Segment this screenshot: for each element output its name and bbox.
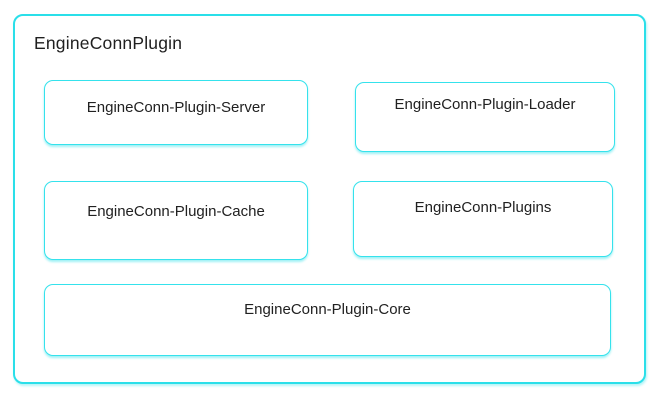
- diagram-title: EngineConnPlugin: [34, 33, 183, 53]
- node-engineconn-plugins: EngineConn-Plugins: [353, 181, 613, 257]
- node-label-core: EngineConn-Plugin-Core: [244, 301, 411, 318]
- engineconnplugin-container: EngineConnPlugin EngineConn-Plugin-Serve…: [13, 14, 646, 384]
- node-label-cache: EngineConn-Plugin-Cache: [87, 203, 265, 220]
- node-label-plugins: EngineConn-Plugins: [414, 199, 552, 216]
- node-engineconn-plugin-core: EngineConn-Plugin-Core: [44, 284, 611, 356]
- node-engineconn-plugin-loader: EngineConn-Plugin-Loader: [355, 82, 615, 152]
- node-engineconn-plugin-server: EngineConn-Plugin-Server: [44, 80, 308, 145]
- node-label-server: EngineConn-Plugin-Server: [86, 99, 266, 116]
- node-engineconn-plugin-cache: EngineConn-Plugin-Cache: [44, 181, 308, 260]
- node-label-loader: EngineConn-Plugin-Loader: [394, 96, 576, 113]
